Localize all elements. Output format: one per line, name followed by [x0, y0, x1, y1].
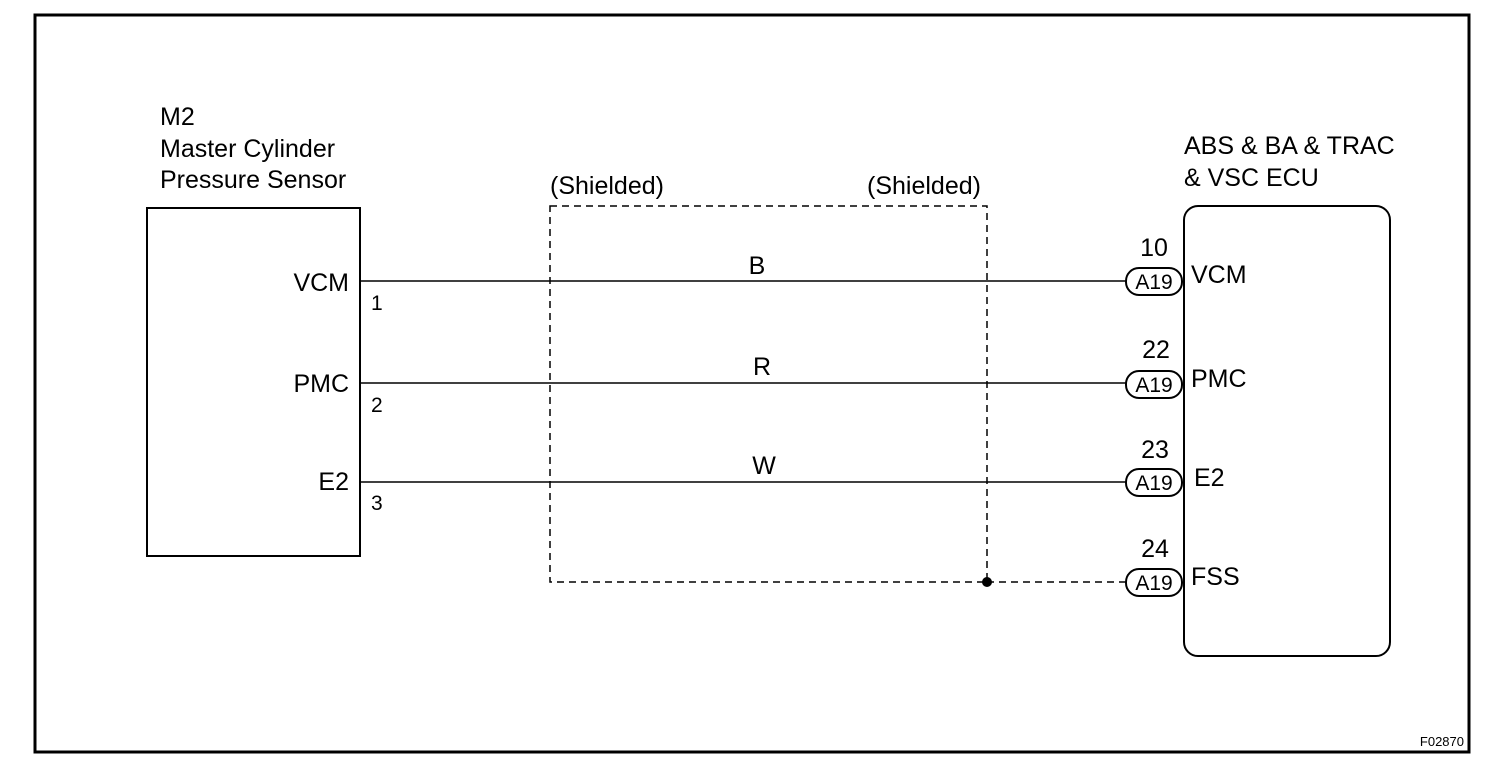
wire-color-b: B — [749, 252, 766, 280]
connector-code-vcm: A19 — [1135, 271, 1172, 294]
ecu-box — [1183, 205, 1391, 657]
sensor-pin-1: 1 — [371, 292, 383, 315]
ecu-terminal-fss: FSS — [1191, 563, 1240, 591]
connector-oval-fss — [1125, 568, 1183, 597]
sensor-terminal-e2: E2 — [318, 468, 349, 496]
ecu-terminal-vcm: VCM — [1191, 261, 1247, 289]
sensor-pin-3: 3 — [371, 492, 383, 515]
connector-oval-vcm — [1125, 267, 1183, 296]
wire-color-r: R — [753, 353, 771, 381]
ecu-name-line1: ABS & BA & TRAC — [1184, 132, 1395, 160]
ecu-pin-24: 24 — [1141, 535, 1169, 563]
connector-code-fss: A19 — [1135, 572, 1172, 595]
ecu-pin-23: 23 — [1141, 436, 1169, 464]
ecu-terminal-e2: E2 — [1194, 464, 1225, 492]
connector-code-e2: A19 — [1135, 472, 1172, 495]
connector-oval-e2 — [1125, 468, 1183, 497]
figure-code: F02870 — [1420, 734, 1464, 749]
shield-label-left: (Shielded) — [550, 172, 664, 200]
sensor-terminal-pmc: PMC — [293, 370, 349, 398]
ecu-terminal-pmc: PMC — [1191, 365, 1247, 393]
sensor-code: M2 — [160, 103, 195, 131]
sensor-terminal-vcm: VCM — [293, 269, 349, 297]
shield-label-right: (Shielded) — [867, 172, 981, 200]
sensor-name-line1: Master Cylinder — [160, 135, 335, 163]
sensor-box — [146, 207, 361, 557]
wire-color-w: W — [752, 452, 776, 480]
ecu-name-line2: & VSC ECU — [1184, 164, 1319, 192]
connector-code-pmc: A19 — [1135, 374, 1172, 397]
shield-outline — [549, 205, 988, 583]
outer-frame — [33, 13, 1471, 754]
sensor-name-line2: Pressure Sensor — [160, 166, 346, 194]
ecu-pin-22: 22 — [1142, 336, 1170, 364]
shield-ground-junction — [982, 577, 992, 587]
sensor-pin-2: 2 — [371, 394, 383, 417]
ecu-pin-10: 10 — [1140, 234, 1168, 262]
connector-oval-pmc — [1125, 370, 1183, 399]
